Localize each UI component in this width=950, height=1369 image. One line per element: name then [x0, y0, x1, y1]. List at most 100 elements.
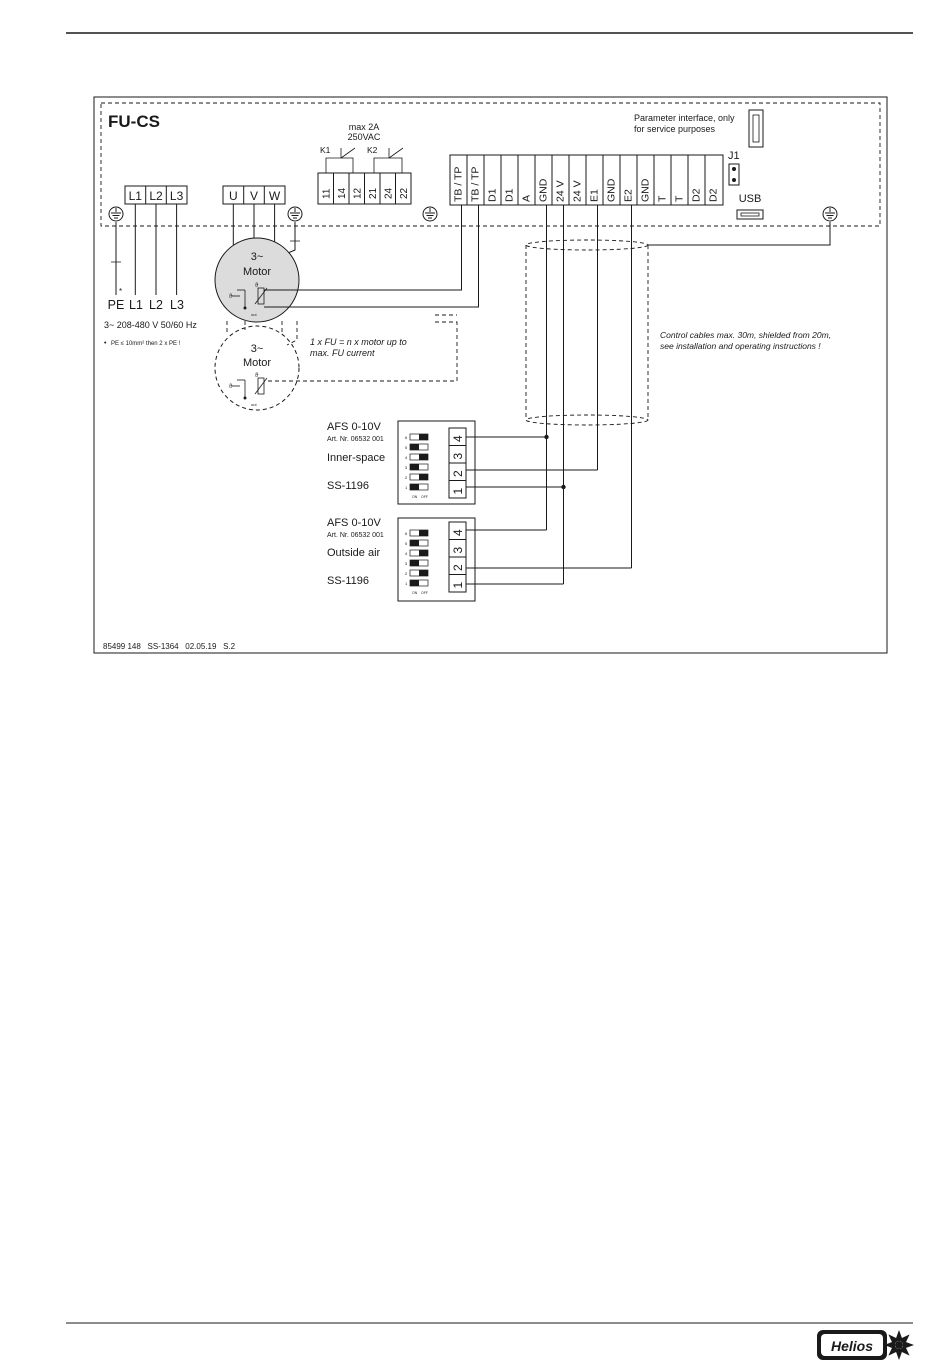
param-interface-note-2: for service purposes — [634, 124, 716, 134]
sensor-1-terminal-1: 1 — [451, 488, 465, 495]
relay-k1-label: K1 — [320, 145, 331, 155]
sensor-outside-air: AFS 0-10V Art. Nr. 06532 001 Outside air… — [327, 517, 476, 602]
dip-number: 1 — [405, 581, 408, 586]
sensor-inner-space: AFS 0-10V Art. Nr. 06532 001 Inner-space… — [327, 420, 476, 505]
sensor-1-terminal-4: 4 — [451, 435, 465, 442]
sensor-2-terminal-3: 3 — [451, 547, 465, 554]
dip-switch-knob — [410, 540, 419, 546]
relay-rating-2: 250VAC — [348, 132, 381, 142]
dip-number: 2 — [405, 571, 408, 576]
motor-1-label: Motor — [243, 266, 271, 278]
sensor-1-terminal-3: 3 — [451, 453, 465, 460]
motor-1-out: out — [251, 312, 257, 317]
multi-motor-note-2: max. FU current — [310, 348, 375, 358]
control-terminal-13: T — [657, 195, 669, 202]
control-terminal-11: E2 — [623, 189, 635, 202]
motor-2-label: Motor — [243, 357, 271, 369]
relay-terminal-12: 12 — [353, 187, 364, 199]
svg-text:ϑ: ϑ — [255, 283, 259, 289]
control-terminal-5: A — [521, 195, 533, 202]
supply-terminal-l2: L2 — [149, 189, 163, 203]
dip-number: 4 — [405, 551, 408, 556]
dip-on-off-label: ON — [412, 495, 418, 499]
motor-terminal-w: W — [269, 189, 281, 203]
dip-switch-knob — [410, 444, 419, 450]
dip-on-off-label: OFF — [421, 591, 428, 595]
sensor-1-art: Art. Nr. 06532 001 — [327, 436, 384, 443]
dip-switch-knob — [419, 550, 428, 556]
supply-label-l1: L1 — [129, 298, 143, 312]
diagram-frame — [93, 96, 888, 654]
relay-terminal-11: 11 — [322, 188, 333, 199]
dip-switch-knob — [419, 474, 428, 480]
sensor-2-code: SS-1196 — [327, 575, 369, 587]
motor-terminal-v: V — [250, 189, 258, 203]
dip-number: 6 — [405, 435, 408, 440]
dip-number: 1 — [405, 485, 408, 490]
cable-note-1: Control cables max. 30m, shielded from 2… — [660, 330, 831, 340]
motor-terminal-block: U V W — [222, 185, 286, 205]
dip-switch-knob — [419, 570, 428, 576]
ground-icon — [108, 206, 124, 222]
control-terminal-9: E1 — [589, 189, 601, 202]
sensor-1-model: AFS 0-10V — [327, 421, 381, 433]
dip-switch-knob — [410, 580, 419, 586]
shielded-cable — [525, 239, 649, 426]
control-terminal-2: TB / TP — [470, 167, 482, 202]
controller-title: FU-CS — [108, 112, 160, 131]
fan-logo-icon — [884, 1330, 914, 1360]
sensor-2-model: AFS 0-10V — [327, 517, 381, 529]
relay-terminal-22: 22 — [399, 187, 410, 199]
relay-rating-1: max 2A — [349, 122, 380, 132]
dip-switch-knob — [419, 454, 428, 460]
helios-logo: Helios — [817, 1330, 914, 1360]
sensor-1-code: SS-1196 — [327, 480, 369, 492]
control-terminal-6: GND — [538, 178, 550, 202]
jumper-j1-icon — [728, 163, 740, 186]
dip-number: 3 — [405, 561, 408, 566]
control-terminal-block: TB / TP TB / TP D1 D1 A GND 24 V 24 V E1… — [449, 154, 724, 206]
sensor-1-location: Inner-space — [327, 452, 385, 464]
svg-text:ϑ: ϑ — [229, 294, 233, 300]
relay-k2-label: K2 — [367, 145, 378, 155]
sensor-2-location: Outside air — [327, 547, 381, 559]
supply-terminal-l3: L3 — [170, 189, 184, 203]
dip-switch-knob — [410, 464, 419, 470]
dip-on-off-label: ON — [412, 591, 418, 595]
pe-note: PE ≤ 10mm² then 2 x PE ! — [111, 341, 181, 347]
relay-k2-contact-icon — [373, 147, 404, 173]
sensor-2-terminal-1: 1 — [451, 582, 465, 589]
control-terminal-8: 24 V — [572, 180, 584, 202]
supply-label-l2: L2 — [149, 298, 163, 312]
control-terminal-7: 24 V — [555, 180, 567, 202]
document-reference: 85499 148 SS-1364 02.05.19 S.2 — [103, 642, 236, 651]
ground-icon — [287, 206, 303, 222]
dip-number: 3 — [405, 465, 408, 470]
pe-bullet: • — [104, 340, 107, 347]
usb-port-icon — [736, 209, 764, 220]
relay-terminal-block: 11 14 12 21 24 22 — [317, 172, 412, 205]
motor-2-phase: 3~ — [251, 343, 264, 355]
multi-motor-note-1: 1 x FU = n x motor up to — [310, 337, 407, 347]
thermal-contact-icon: ϑ ϑ out — [229, 283, 268, 317]
motor-terminal-u: U — [229, 189, 238, 203]
dip-number: 2 — [405, 475, 408, 480]
controller-boundary — [100, 102, 881, 227]
supply-label-l3: L3 — [170, 298, 184, 312]
dip-number: 6 — [405, 531, 408, 536]
relay-terminal-14: 14 — [337, 187, 348, 199]
supply-terminal-block: L1 L2 L3 — [124, 185, 188, 205]
sensor-2-art: Art. Nr. 06532 001 — [327, 532, 384, 539]
brand-name: Helios — [831, 1338, 873, 1354]
dip-switch-knob — [419, 434, 428, 440]
control-terminal-14: T — [674, 195, 686, 202]
pe-star: * — [119, 287, 122, 296]
relay-terminal-21: 21 — [368, 187, 379, 199]
motor-2-out: out — [251, 402, 257, 407]
motor-2: 3~ Motor ϑ ϑ out — [214, 325, 300, 411]
sensor-2-terminal-4: 4 — [451, 529, 465, 536]
dip-switch-knob — [419, 530, 428, 536]
param-interface-note-1: Parameter interface, only — [634, 113, 735, 123]
relay-k1-contact-icon — [325, 147, 356, 173]
